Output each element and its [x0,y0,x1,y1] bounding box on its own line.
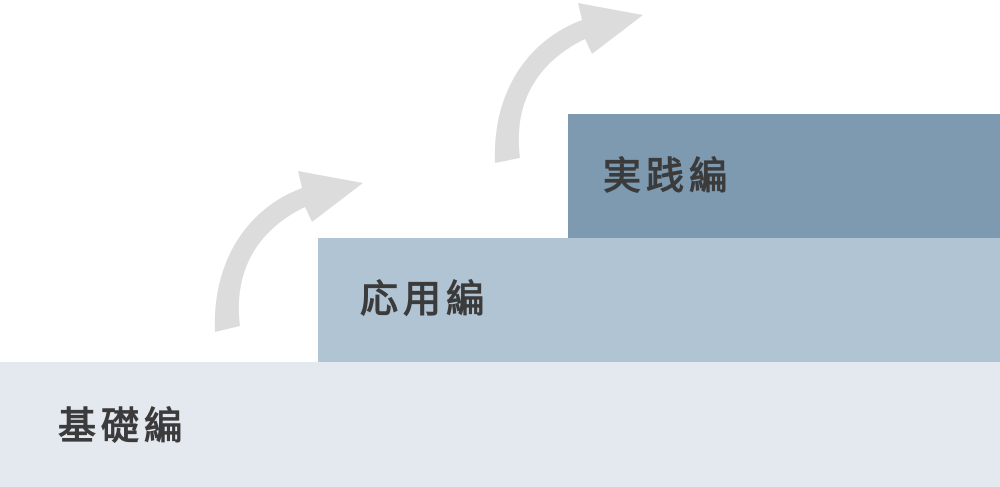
step-practice-label: 実践編 [603,154,733,198]
step-applied [318,238,1000,362]
step-basic-label: 基礎編 [58,404,188,448]
step-applied-label: 応用編 [360,277,490,321]
step-basic [0,362,1000,487]
